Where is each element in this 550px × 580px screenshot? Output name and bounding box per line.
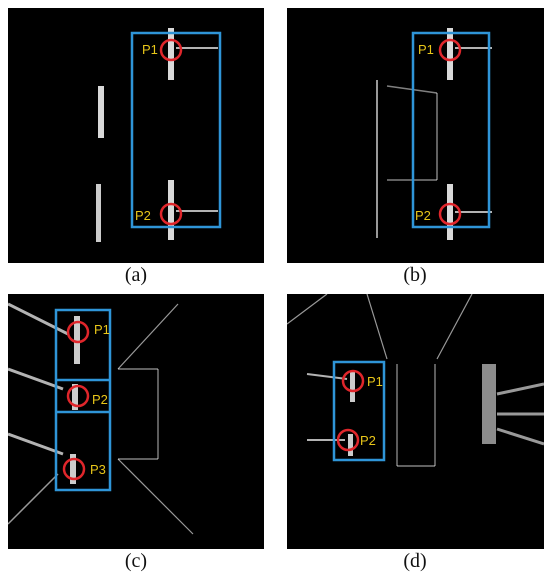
region-box (411, 31, 491, 229)
edge-line (496, 427, 544, 446)
marker-circle (159, 202, 183, 226)
edge-line (96, 184, 101, 242)
edge-line (348, 434, 353, 456)
marker-label-p1: P1 (94, 322, 110, 337)
marker-label-p1: P1 (418, 42, 434, 57)
edge-line (117, 458, 194, 535)
edge-line (70, 454, 76, 484)
marker-circle (66, 384, 90, 408)
edge-line (482, 364, 496, 444)
marker-label-p3: P3 (90, 462, 106, 477)
marker-circle (159, 38, 183, 62)
marker-circle (438, 202, 462, 226)
marker-circle (341, 369, 365, 393)
caption-d: (d) (403, 550, 427, 572)
caption-b: (b) (403, 264, 427, 286)
region-box (54, 308, 112, 492)
panel-d-image: P1 P2 (287, 294, 544, 467)
panel-b-image: P1 P2 (376, 28, 492, 240)
edge-line (168, 180, 174, 240)
edge-line (8, 432, 64, 456)
panel-d: P1 P2 (287, 294, 544, 549)
edge-line (287, 294, 328, 325)
edge-line (436, 294, 473, 360)
edge-line (117, 303, 179, 370)
marker-label-p2: P2 (92, 392, 108, 407)
marker-label-p1: P1 (367, 374, 383, 389)
edge-line (306, 373, 348, 380)
panel-c: P1 P2 P3 (8, 294, 264, 549)
edge-line (74, 316, 80, 364)
marker-label-p2: P2 (415, 208, 431, 223)
caption-c: (c) (124, 550, 148, 572)
edge-line (350, 372, 355, 402)
caption-a: (a) (124, 264, 148, 286)
edge-line (496, 382, 544, 396)
region-box (130, 31, 222, 229)
region-box (332, 360, 386, 462)
panel-a: P1 P2 (8, 8, 264, 263)
marker-label-p2: P2 (360, 433, 376, 448)
marker-circle (336, 428, 360, 452)
edge-line (72, 384, 78, 410)
panel-a-image: P1 P2 (96, 28, 222, 242)
edge-line (447, 184, 453, 240)
edge-line (98, 86, 104, 138)
edge-line (366, 294, 388, 360)
marker-circle (62, 457, 86, 481)
panel-c-image: P1 P2 P3 (8, 302, 194, 535)
edge-line (8, 367, 64, 391)
edge-line (8, 302, 69, 336)
marker-label-p1: P1 (142, 42, 158, 57)
marker-circle (66, 320, 90, 344)
edge-line (8, 473, 59, 525)
panel-b: P1 P2 (287, 8, 544, 263)
marker-circle (438, 38, 462, 62)
edge-line (168, 28, 174, 80)
edge-line (447, 28, 453, 80)
marker-label-p2: P2 (135, 208, 151, 223)
